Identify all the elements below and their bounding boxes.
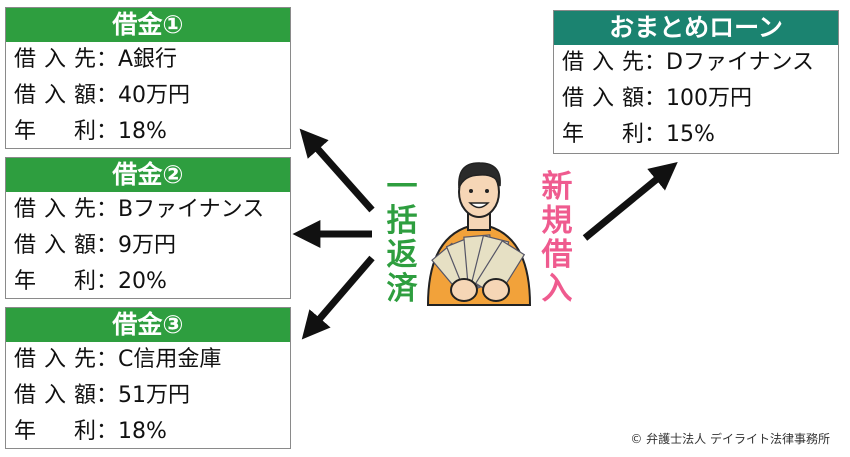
- row-value: Bファイナンス: [118, 197, 265, 222]
- lender-row: 借入先：A銀行: [6, 42, 290, 78]
- arrow-to-loan-3: [301, 255, 375, 340]
- amount-row: 借入額：40万円: [6, 78, 290, 114]
- copyright-credit: © 弁護士法人 デイライト法律事務所: [630, 432, 830, 446]
- row-label: 年 利: [562, 122, 644, 147]
- amount-row: 借入額：9万円: [6, 228, 290, 264]
- rate-row: 年 利：15%: [554, 117, 838, 153]
- row-value: 18%: [118, 419, 167, 444]
- row-label: 借入額: [14, 233, 96, 258]
- row-value: 20%: [118, 269, 167, 294]
- loan-box-3: 借金③ 借入先：C信用金庫 借入額：51万円 年 利：18%: [5, 307, 291, 449]
- vertical-char: 括: [386, 203, 418, 239]
- consolidation-loan-box: おまとめローン 借入先：Dファイナンス 借入額：100万円 年 利：15%: [553, 10, 839, 154]
- amount-row: 借入額：100万円: [554, 81, 838, 117]
- vertical-char: 規: [541, 203, 573, 239]
- row-value: 15%: [666, 122, 715, 147]
- row-value: 9万円: [118, 233, 176, 258]
- row-value: A銀行: [118, 47, 178, 72]
- row-value: C信用金庫: [118, 347, 222, 372]
- row-label: 年 利: [14, 419, 96, 444]
- person-holding-cash-icon: [426, 162, 532, 306]
- vertical-char: 済: [386, 271, 418, 307]
- arrow-to-consolidation: [582, 162, 678, 241]
- loan-title: 借金②: [6, 158, 290, 192]
- rate-row: 年 利：18%: [6, 414, 290, 450]
- row-label: 借入額: [14, 383, 96, 408]
- new-loan-label: 新規借入: [537, 170, 577, 306]
- vertical-char: 返: [386, 237, 418, 273]
- row-label: 借入額: [562, 86, 644, 111]
- row-value: 100万円: [666, 86, 752, 111]
- loan-box-2: 借金② 借入先：Bファイナンス 借入額：9万円 年 利：20%: [5, 157, 291, 299]
- vertical-char: 入: [541, 271, 573, 307]
- row-value: 40万円: [118, 83, 190, 108]
- lender-row: 借入先：Bファイナンス: [6, 192, 290, 228]
- rate-row: 年 利：18%: [6, 114, 290, 150]
- consolidation-title: おまとめローン: [554, 11, 838, 45]
- loan-box-1: 借金① 借入先：A銀行 借入額：40万円 年 利：18%: [5, 7, 291, 149]
- loan-title: 借金①: [6, 8, 290, 42]
- row-label: 年 利: [14, 269, 96, 294]
- vertical-char: 新: [541, 169, 573, 205]
- row-label: 借入先: [14, 197, 96, 222]
- loan-title: 借金③: [6, 308, 290, 342]
- vertical-char: 借: [541, 237, 573, 273]
- row-value: Dファイナンス: [666, 50, 815, 75]
- lump-sum-repayment-label: 一括返済: [382, 170, 422, 306]
- vertical-char: 一: [386, 169, 418, 205]
- amount-row: 借入額：51万円: [6, 378, 290, 414]
- row-label: 借入先: [14, 347, 96, 372]
- row-label: 年 利: [14, 119, 96, 144]
- lender-row: 借入先：C信用金庫: [6, 342, 290, 378]
- arrow-to-loan-1: [299, 128, 375, 213]
- row-label: 借入額: [14, 83, 96, 108]
- row-label: 借入先: [14, 47, 96, 72]
- row-value: 51万円: [118, 383, 190, 408]
- lender-row: 借入先：Dファイナンス: [554, 45, 838, 81]
- rate-row: 年 利：20%: [6, 264, 290, 300]
- row-value: 18%: [118, 119, 167, 144]
- row-label: 借入先: [562, 50, 644, 75]
